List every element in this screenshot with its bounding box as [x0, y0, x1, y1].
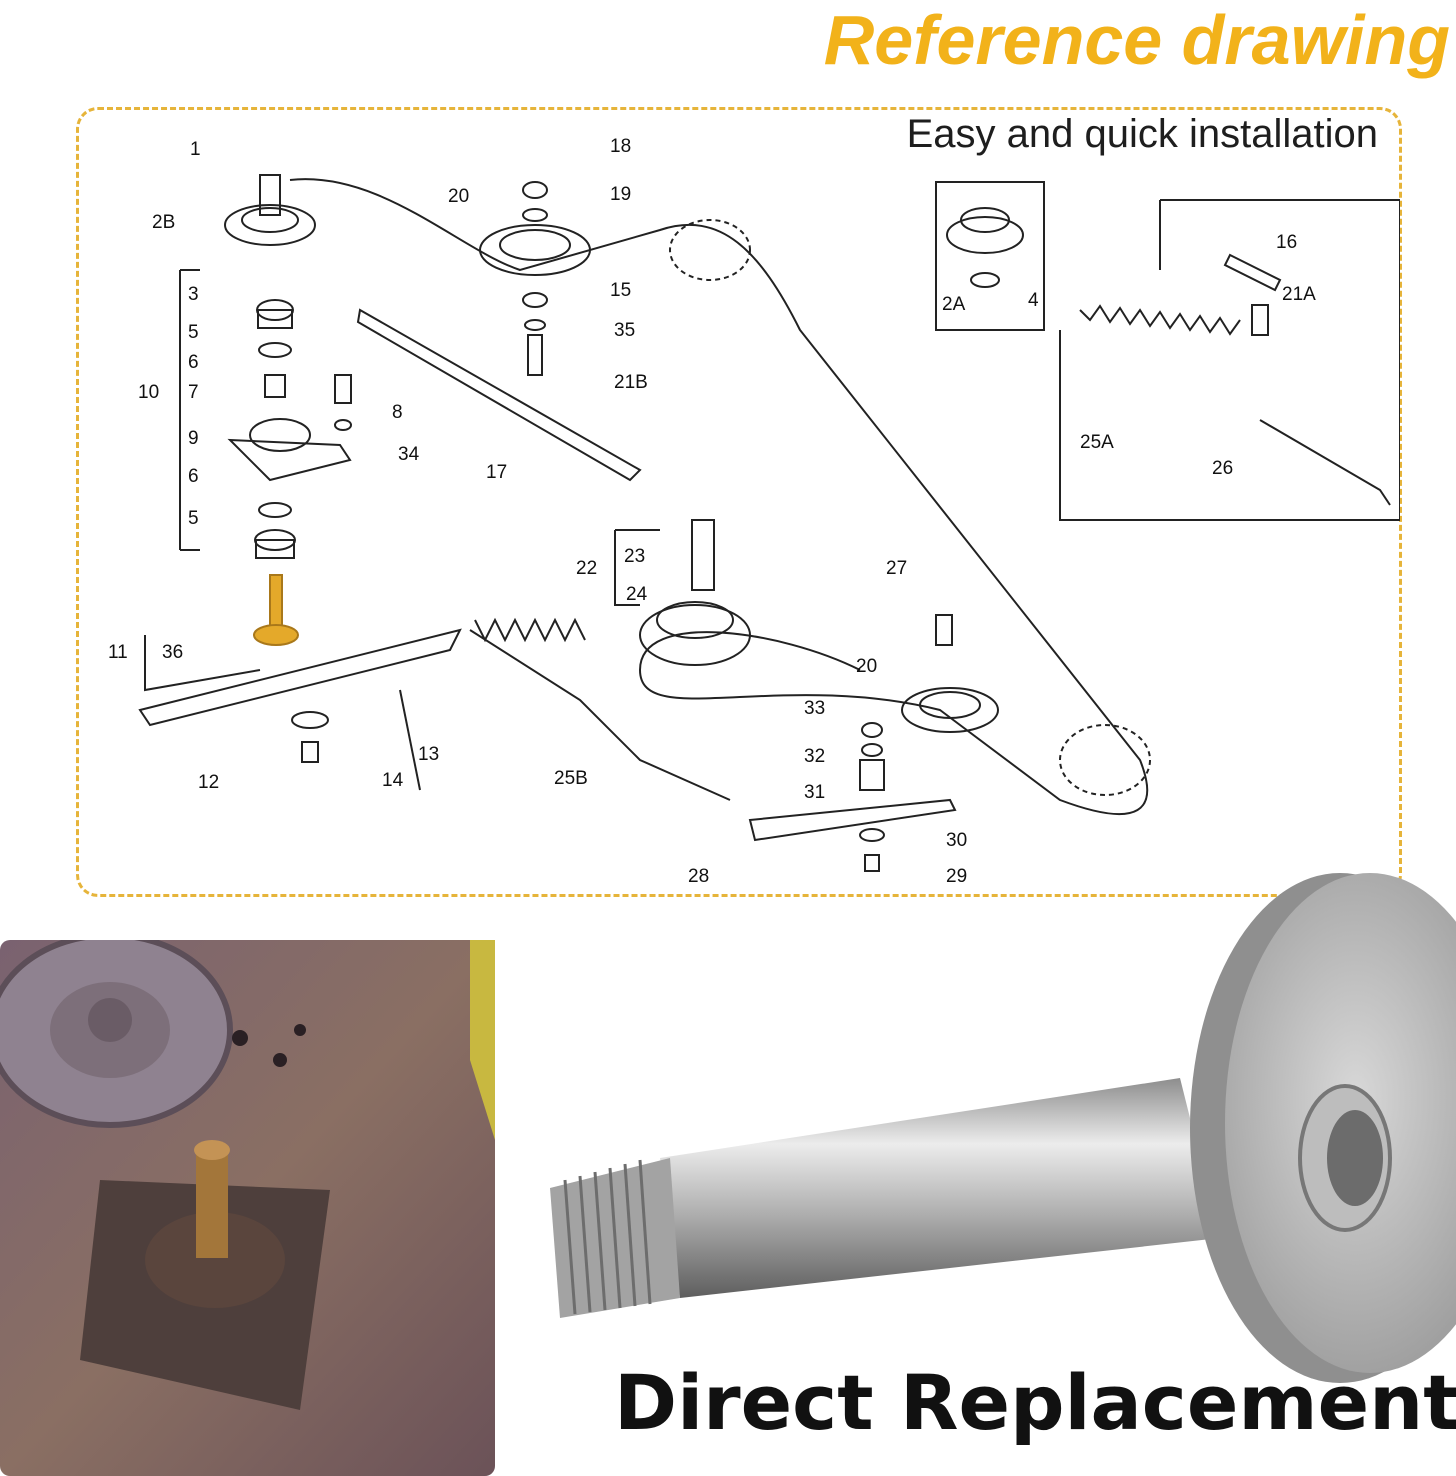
label-22: 22 — [576, 558, 597, 579]
label-11: 11 — [108, 642, 128, 663]
label-4: 4 — [1028, 290, 1039, 311]
drawing-frame — [76, 107, 1402, 897]
label-8: 8 — [392, 402, 403, 423]
caption: Direct Replacement — [614, 1358, 1456, 1447]
label-30: 30 — [946, 830, 967, 851]
label-9: 9 — [188, 428, 199, 449]
label-16: 16 — [1276, 232, 1297, 253]
label-6b: 6 — [188, 466, 199, 487]
label-10: 10 — [138, 382, 159, 403]
spindle-shaft-image — [550, 873, 1456, 1383]
label-2b: 2B — [152, 212, 175, 233]
label-14: 14 — [382, 770, 404, 791]
pulley-20a — [479, 224, 591, 276]
label-31: 31 — [804, 782, 825, 803]
label-19: 19 — [610, 184, 631, 205]
label-33: 33 — [804, 698, 825, 719]
label-32: 32 — [804, 746, 825, 767]
label-5b: 5 — [188, 508, 199, 529]
page-title: Reference drawing — [823, 1, 1450, 79]
idler-bar-17 — [356, 308, 642, 482]
label-25b: 25B — [554, 768, 588, 789]
spring-25a — [1079, 304, 1241, 336]
idler-arm-9 — [227, 438, 352, 482]
label-15: 15 — [610, 280, 631, 301]
pulley-20b — [901, 687, 999, 733]
label-21b: 21B — [614, 372, 648, 393]
label-2a: 2A — [942, 294, 966, 315]
label-20b: 20 — [856, 656, 877, 677]
label-7: 7 — [188, 382, 199, 403]
pulley-24 — [639, 604, 751, 666]
label-1: 1 — [190, 139, 201, 160]
inset-spring — [1059, 199, 1400, 521]
spring-25b — [469, 629, 731, 801]
bracket-28 — [748, 798, 957, 842]
pulley-2b — [224, 204, 316, 246]
label-3: 3 — [188, 284, 199, 305]
label-35: 35 — [614, 320, 635, 341]
label-18: 18 — [610, 136, 631, 157]
subtitle: Easy and quick installation — [906, 112, 1378, 156]
label-17: 17 — [486, 462, 507, 483]
label-29: 29 — [946, 866, 967, 887]
label-13: 13 — [418, 744, 439, 765]
label-5a: 5 — [188, 322, 199, 343]
label-23: 23 — [624, 546, 645, 567]
label-6a: 6 — [188, 352, 199, 373]
inset-2a — [935, 181, 1045, 331]
label-25a: 25A — [1080, 432, 1114, 453]
label-34: 34 — [398, 444, 420, 465]
label-21a: 21A — [1282, 284, 1316, 305]
belt — [289, 178, 1149, 816]
label-36: 36 — [162, 642, 183, 663]
label-26: 26 — [1212, 458, 1233, 479]
label-28: 28 — [688, 866, 709, 887]
blade — [138, 628, 462, 727]
installed-part-photo — [0, 940, 495, 1476]
label-20a: 20 — [448, 186, 469, 207]
label-27: 27 — [886, 558, 907, 579]
label-12: 12 — [198, 772, 219, 793]
parts-diagram: 1 2B 3 5 6 10 7 9 6 5 11 36 12 14 13 8 3… — [108, 136, 1400, 887]
label-24: 24 — [626, 584, 648, 605]
